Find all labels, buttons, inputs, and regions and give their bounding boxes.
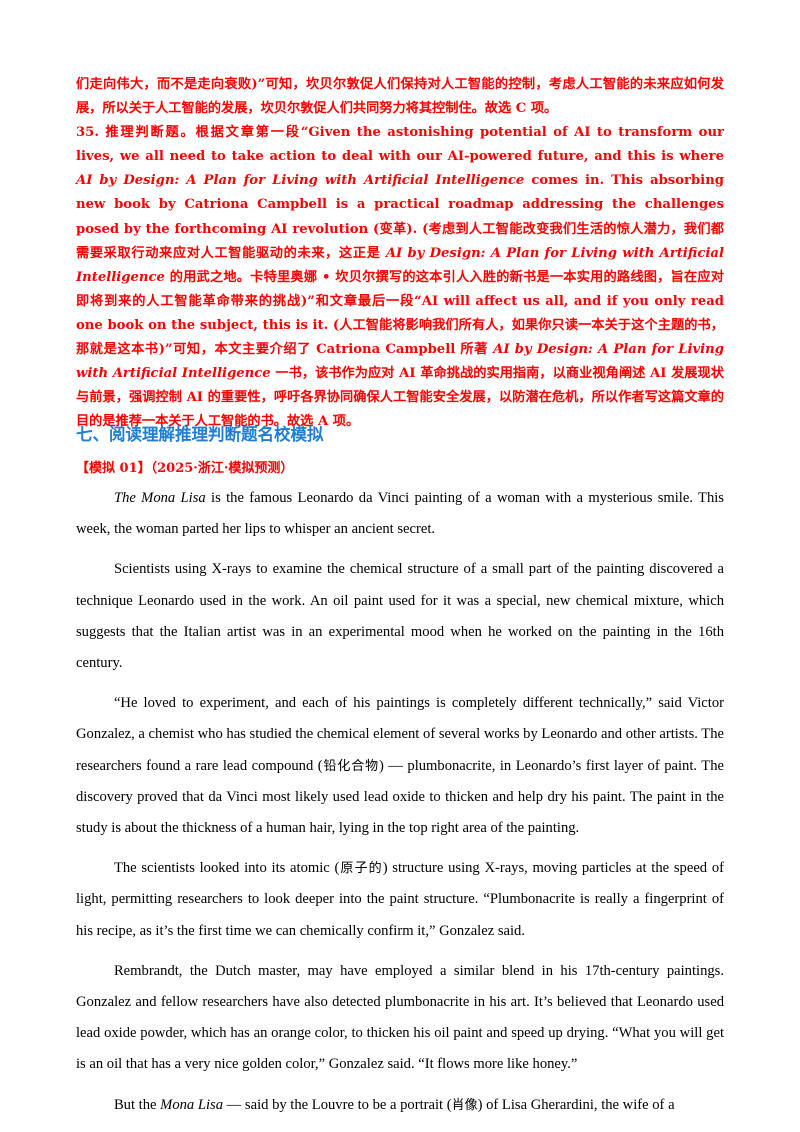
passage-paragraph: The scientists looked into its atomic (原…: [76, 853, 724, 947]
book-title: AI by Design: A Plan for Living with Art…: [76, 342, 724, 382]
chinese-gloss: 铅化合物: [322, 758, 379, 774]
reading-passage: The Mona Lisa is the famous Leonardo da …: [76, 483, 724, 1130]
passage-paragraph: “He loved to experiment, and each of his…: [76, 688, 724, 844]
paragraph-text: — said by the Louvre to be a portrait (: [223, 1096, 452, 1113]
answer-35: 35. 推理判断题。根据文章第一段“Given the astonishing …: [76, 121, 724, 434]
answer-explanation: 们走向伟大，而不是走向衰败)”可知，坎贝尔敦促人们保持对人工智能的控制，考虑人工…: [76, 73, 724, 434]
paragraph-text: Scientists using X-rays to examine the c…: [76, 561, 724, 672]
paragraph-text: “He loved to experiment, and each of his…: [76, 695, 724, 774]
answer-35-part1: 35. 推理判断题。根据文章第一段“Given the astonishing …: [76, 125, 724, 165]
answer-34-text: 们走向伟大，而不是走向衰败)”可知，坎贝尔敦促人们保持对人工智能的控制，考虑人工…: [76, 77, 724, 117]
paragraph-text: The scientists looked into its atomic (: [113, 860, 340, 877]
chinese-gloss: 肖像: [451, 1097, 478, 1113]
passage-paragraph: Scientists using X-rays to examine the c…: [76, 554, 724, 679]
paragraph-text: is the famous Leonardo da Vinci painting…: [76, 490, 724, 538]
book-title: AI by Design: A Plan for Living with Art…: [76, 173, 525, 189]
paragraph-text: ) of Lisa Gherardini, the wife of a: [477, 1096, 675, 1113]
painting-title: The Mona Lisa: [113, 490, 206, 506]
paragraph-text: Rembrandt, the Dutch master, may have em…: [76, 962, 724, 1073]
section-title: 七、阅读理解推理判断题名校模拟: [76, 425, 324, 444]
book-title: AI by Design: A Plan for Living with Art…: [76, 245, 724, 285]
passage-paragraph: But the Mona Lisa — said by the Louvre t…: [76, 1090, 724, 1121]
answer-35-part4: 一书，该书作为应对 AI 革命挑战的实用指南，以商业视角阐述 AI 发展现状与前…: [76, 366, 724, 430]
answer-35-part2: comes in. This absorbing new book by Cat…: [76, 173, 725, 261]
passage-paragraph: Rembrandt, the Dutch master, may have em…: [76, 956, 724, 1081]
painting-title: Mona Lisa: [160, 1096, 224, 1113]
answer-34-tail: 们走向伟大，而不是走向衰败)”可知，坎贝尔敦促人们保持对人工智能的控制，考虑人工…: [76, 73, 724, 121]
paragraph-text: ) structure using X-rays, moving particl…: [76, 860, 724, 939]
paragraph-text: ) — plumbonacrite, in Leonardo’s first l…: [76, 757, 724, 837]
paragraph-text: But the: [113, 1096, 161, 1113]
chinese-gloss: 原子的: [339, 861, 383, 877]
answer-35-part3: 的用武之地。卡特里奥娜 • 坎贝尔撰写的这本引人入胜的新书是一本实用的路线图，旨…: [76, 269, 724, 358]
passage-paragraph: The Mona Lisa is the famous Leonardo da …: [76, 483, 724, 545]
simulation-label: 【模拟 01】（2025·浙江·模拟预测）: [76, 461, 294, 476]
